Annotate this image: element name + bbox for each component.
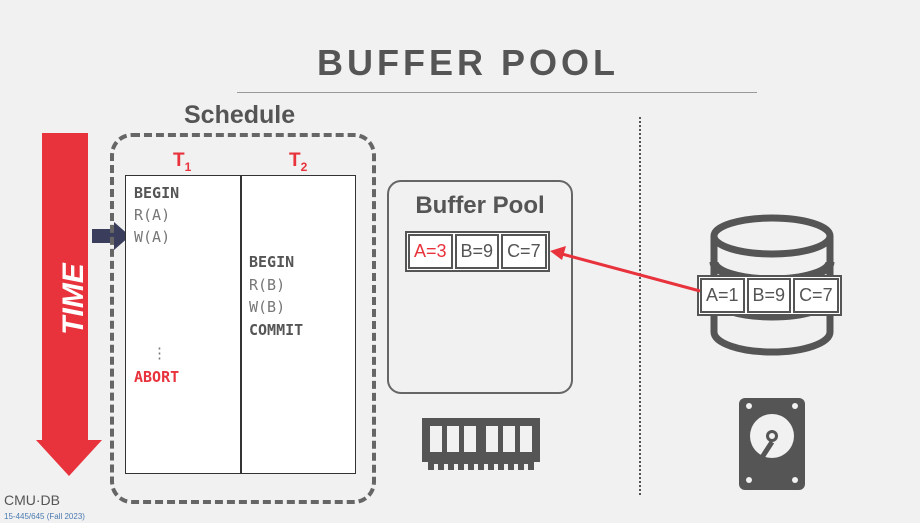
t1-abort: ABORT <box>134 368 180 386</box>
disk-pages: A=1 B=9 C=7 <box>697 275 842 316</box>
t1-write-a: W(A) <box>134 228 171 246</box>
course-label: 15-445/645 (Fall 2023) <box>4 512 85 521</box>
slide-title: BUFFER POOL <box>317 42 619 83</box>
column-divider <box>240 176 242 473</box>
schedule-table: BEGIN R(A) W(A) ⋮ ABORT BEGIN R(B) W(B) … <box>125 175 356 474</box>
disk-page-a: A=1 <box>700 278 745 313</box>
schedule-box <box>110 133 376 504</box>
buffer-page-c: C=7 <box>501 234 547 269</box>
t1-ellipsis: ⋮ <box>152 344 167 362</box>
cmu-db-logo: CMU·DB <box>4 492 60 508</box>
disk-page-c: C=7 <box>793 278 839 313</box>
hard-drive-icon <box>739 398 805 490</box>
buffer-pool-pages: A=3 B=9 C=7 <box>405 231 550 272</box>
t2-header: T2 <box>289 150 307 174</box>
t1-sub: 1 <box>184 159 192 174</box>
buffer-page-b: B=9 <box>454 234 500 269</box>
t2-begin: BEGIN <box>249 253 295 271</box>
t1-name: T <box>173 150 185 171</box>
memory-ram-icon <box>422 418 540 470</box>
t1-begin: BEGIN <box>134 184 180 202</box>
t1-read-a: R(A) <box>134 206 171 224</box>
t2-name: T <box>289 150 301 171</box>
title-rule <box>237 92 757 93</box>
t1-header: T1 <box>173 150 191 174</box>
disk-page-b: B=9 <box>746 278 792 313</box>
t2-commit: COMMIT <box>249 321 304 339</box>
buffer-pool-box <box>387 180 573 394</box>
time-arrow-icon <box>36 133 102 476</box>
t2-write-b: W(B) <box>249 298 286 316</box>
t2-sub: 2 <box>300 159 308 174</box>
schedule-label: Schedule <box>184 101 296 129</box>
t2-read-b: R(B) <box>249 276 286 294</box>
buffer-page-a: A=3 <box>408 234 453 269</box>
time-label: TIME <box>57 263 90 335</box>
separator-line <box>639 117 641 495</box>
fetch-arrow-icon <box>550 246 701 293</box>
buffer-pool-label: Buffer Pool <box>415 192 545 219</box>
